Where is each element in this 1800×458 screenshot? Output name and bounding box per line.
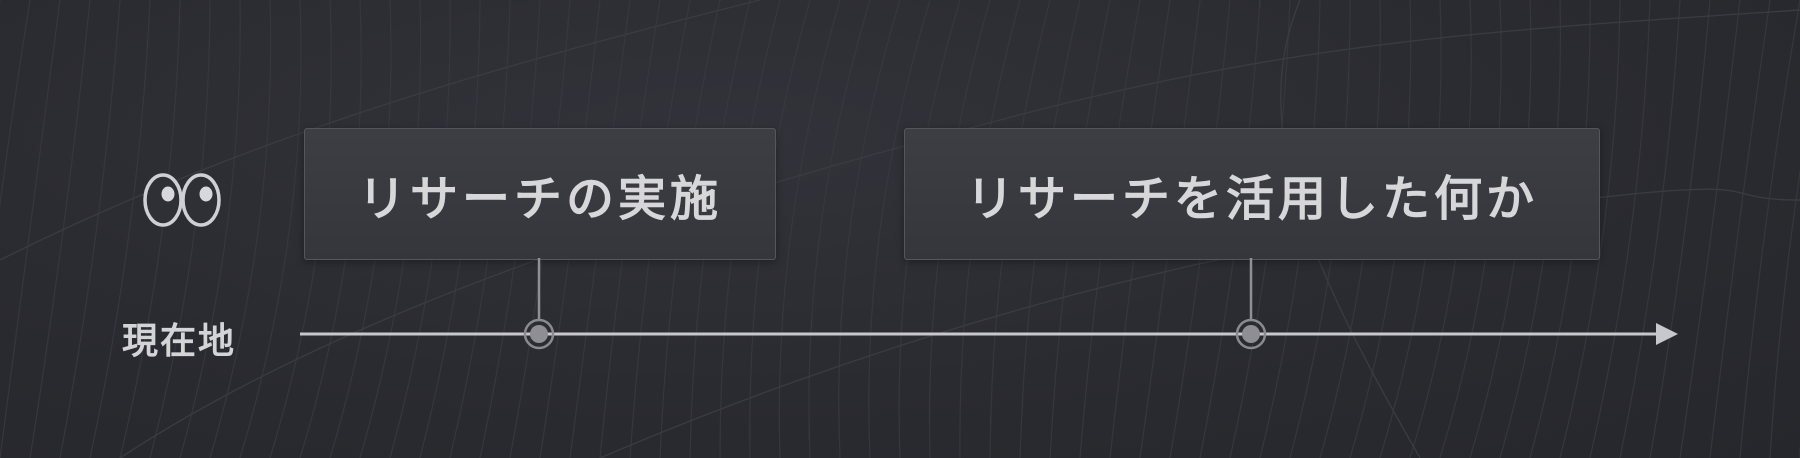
milestone-research-label: リサーチの実施 <box>357 171 722 227</box>
current-location-label: 現在地 <box>122 321 237 362</box>
eyes-icon <box>143 173 221 227</box>
milestone-application-box: リサーチを活用した何か <box>904 128 1600 260</box>
milestone-application-label: リサーチを活用した何か <box>965 171 1538 227</box>
milestone-research-box: リサーチの実施 <box>304 128 776 260</box>
